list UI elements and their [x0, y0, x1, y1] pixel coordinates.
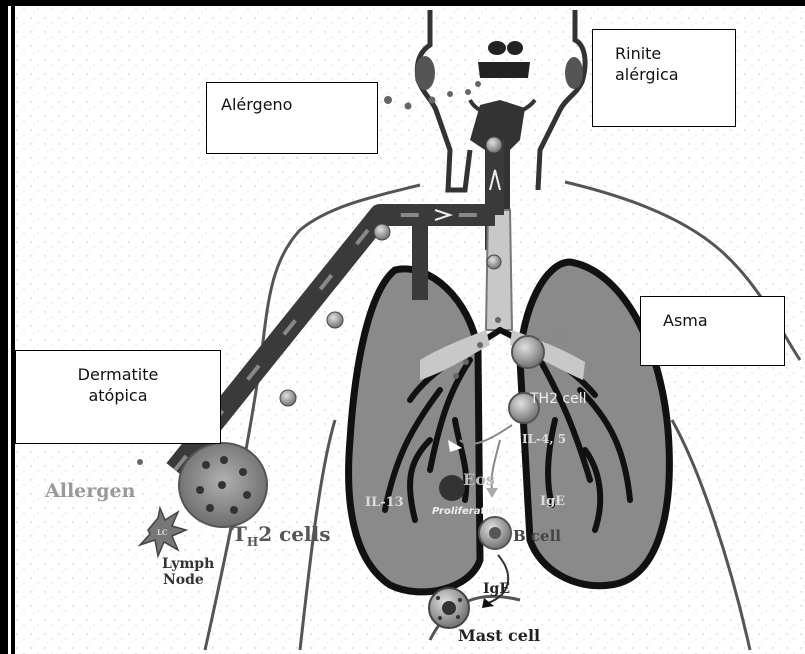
- label-il13: IL-13: [365, 495, 404, 510]
- callout-dermatite-line1: Dermatite: [22, 365, 214, 386]
- label-node: Node: [163, 572, 204, 588]
- callout-asma: Asma: [640, 296, 785, 366]
- frame-top-border: [0, 0, 805, 6]
- label-th2-cells: TH2 cells: [232, 522, 330, 549]
- label-apc: APC: [537, 331, 571, 347]
- label-ige-arrow: IgE: [483, 581, 510, 597]
- callout-dermatite-line2: atópica: [22, 386, 214, 407]
- label-mast-cell: Mast cell: [458, 626, 540, 645]
- label-ige-lung: IgE: [540, 494, 565, 509]
- callout-rinite-line2: alérgica: [615, 65, 735, 86]
- label-lymph: Lymph: [162, 556, 214, 572]
- callout-dermatite-atopica: Dermatite atópica: [15, 350, 221, 444]
- label-proliferation: Proliferation: [432, 506, 503, 517]
- callout-rinite-line1: Rinite: [615, 44, 735, 65]
- label-eos: Eos: [463, 470, 495, 489]
- callout-rinite-alergica: Rinite alérgica: [592, 29, 736, 127]
- callout-alergeno-text: Alérgeno: [221, 95, 292, 114]
- callout-asma-text: Asma: [663, 311, 708, 330]
- label-il45: IL-4, 5: [522, 432, 566, 446]
- label-b-cell: B cell: [513, 527, 561, 545]
- trachea: [486, 210, 512, 330]
- label-allergen: Allergen: [44, 480, 136, 502]
- callout-alergeno: Alérgeno: [206, 82, 378, 154]
- lymph-node: [179, 443, 267, 527]
- frame-left-inner-border: [11, 6, 15, 654]
- label-th2-cell: TH2 cell: [529, 391, 587, 407]
- label-lc: LC: [157, 528, 168, 537]
- frame-left-border: [0, 0, 8, 654]
